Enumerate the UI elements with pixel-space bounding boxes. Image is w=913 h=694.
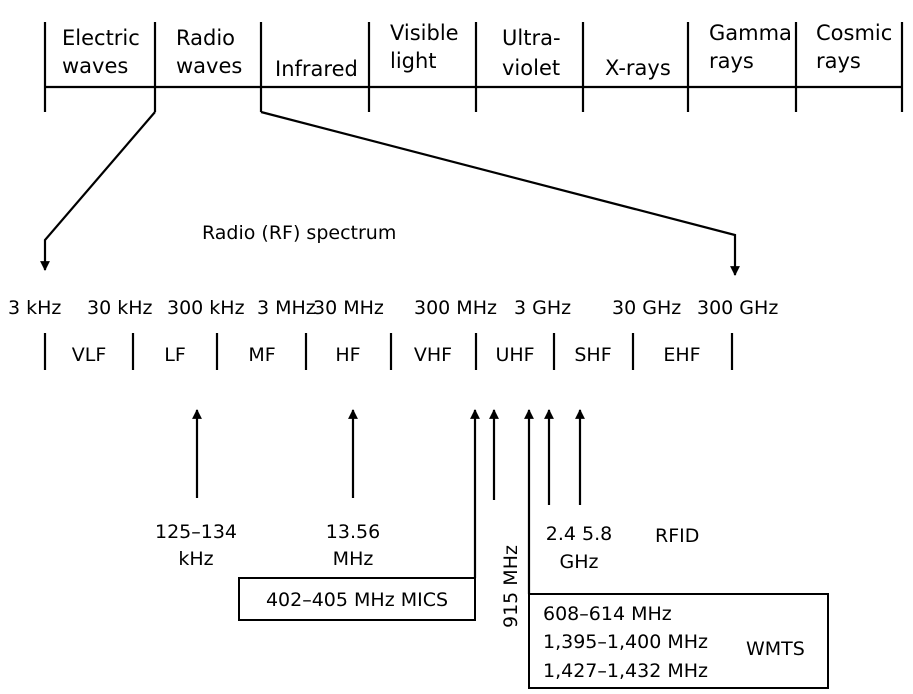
microwave-line1: 2.4 5.8 [546, 523, 612, 545]
cosmic-rays-line2: rays [816, 49, 861, 73]
freq-300khz: 300 kHz [167, 297, 245, 319]
electric-waves-line1: Electric [62, 26, 140, 50]
freq-3khz: 3 kHz [8, 297, 61, 319]
em-spectrum-bar: Electric waves Radio waves Infrared Visi… [43, 21, 904, 112]
lf-rfid-line1: 125–134 [155, 521, 237, 543]
band-row: VLF LF MF HF VHF UHF SHF EHF [43, 333, 734, 370]
gamma-rays-line1: Gamma [709, 21, 792, 45]
band-mf: MF [248, 344, 275, 366]
freq-300mhz: 300 MHz [414, 297, 497, 319]
band-shf: SHF [574, 344, 611, 366]
ultraviolet-line2: violet [502, 56, 560, 80]
band-uhf: UHF [495, 344, 534, 366]
band-vlf: VLF [72, 344, 107, 366]
freq-300ghz: 300 GHz [697, 297, 778, 319]
gamma-rays-line2: rays [709, 49, 754, 73]
rfid-label: RFID [655, 525, 699, 547]
hf-rfid-line2: MHz [333, 548, 374, 570]
radio-waves-line2: waves [176, 54, 242, 78]
freq-30mhz: 30 MHz [313, 297, 384, 319]
wmts-range-2: 1,395–1,400 MHz [543, 631, 708, 653]
visible-light-line2: light [390, 49, 437, 73]
rf-spectrum-title: Radio (RF) spectrum [202, 222, 396, 244]
zoom-right-arrow [260, 110, 740, 276]
wmts-range-1: 608–614 MHz [543, 603, 672, 625]
freq-3ghz: 3 GHz [514, 297, 571, 319]
wmts-range-3: 1,427–1,432 MHz [543, 660, 708, 682]
mics-box [238, 577, 476, 621]
frequency-scale: 3 kHz 30 kHz 300 kHz 3 MHz 30 MHz 300 MH… [8, 297, 778, 319]
wmts-label: WMTS [746, 638, 805, 660]
mics-label: 402–405 MHz MICS [266, 589, 448, 611]
x-rays-label: X-rays [605, 56, 671, 80]
visible-light-line1: Visible [390, 21, 459, 45]
zoom-left-arrow [40, 111, 156, 271]
freq-30khz: 30 kHz [87, 297, 153, 319]
wmts-box [528, 593, 829, 689]
electric-waves-line2: waves [62, 54, 128, 78]
band-ehf: EHF [663, 344, 700, 366]
ultraviolet-line1: Ultra- [502, 26, 561, 50]
band-vhf: VHF [414, 344, 452, 366]
uhf-915mhz-label: 915 MHz [500, 545, 522, 628]
band-lf: LF [164, 344, 186, 366]
lf-rfid-line2: kHz [178, 548, 213, 570]
freq-3mhz: 3 MHz [257, 297, 316, 319]
radio-waves-line1: Radio [176, 26, 235, 50]
cosmic-rays-line1: Cosmic [816, 21, 892, 45]
hf-rfid-line1: 13.56 [326, 521, 380, 543]
freq-30ghz: 30 GHz [612, 297, 681, 319]
band-hf: HF [335, 344, 360, 366]
infrared-label: Infrared [275, 57, 358, 81]
microwave-line2: GHz [560, 551, 599, 573]
